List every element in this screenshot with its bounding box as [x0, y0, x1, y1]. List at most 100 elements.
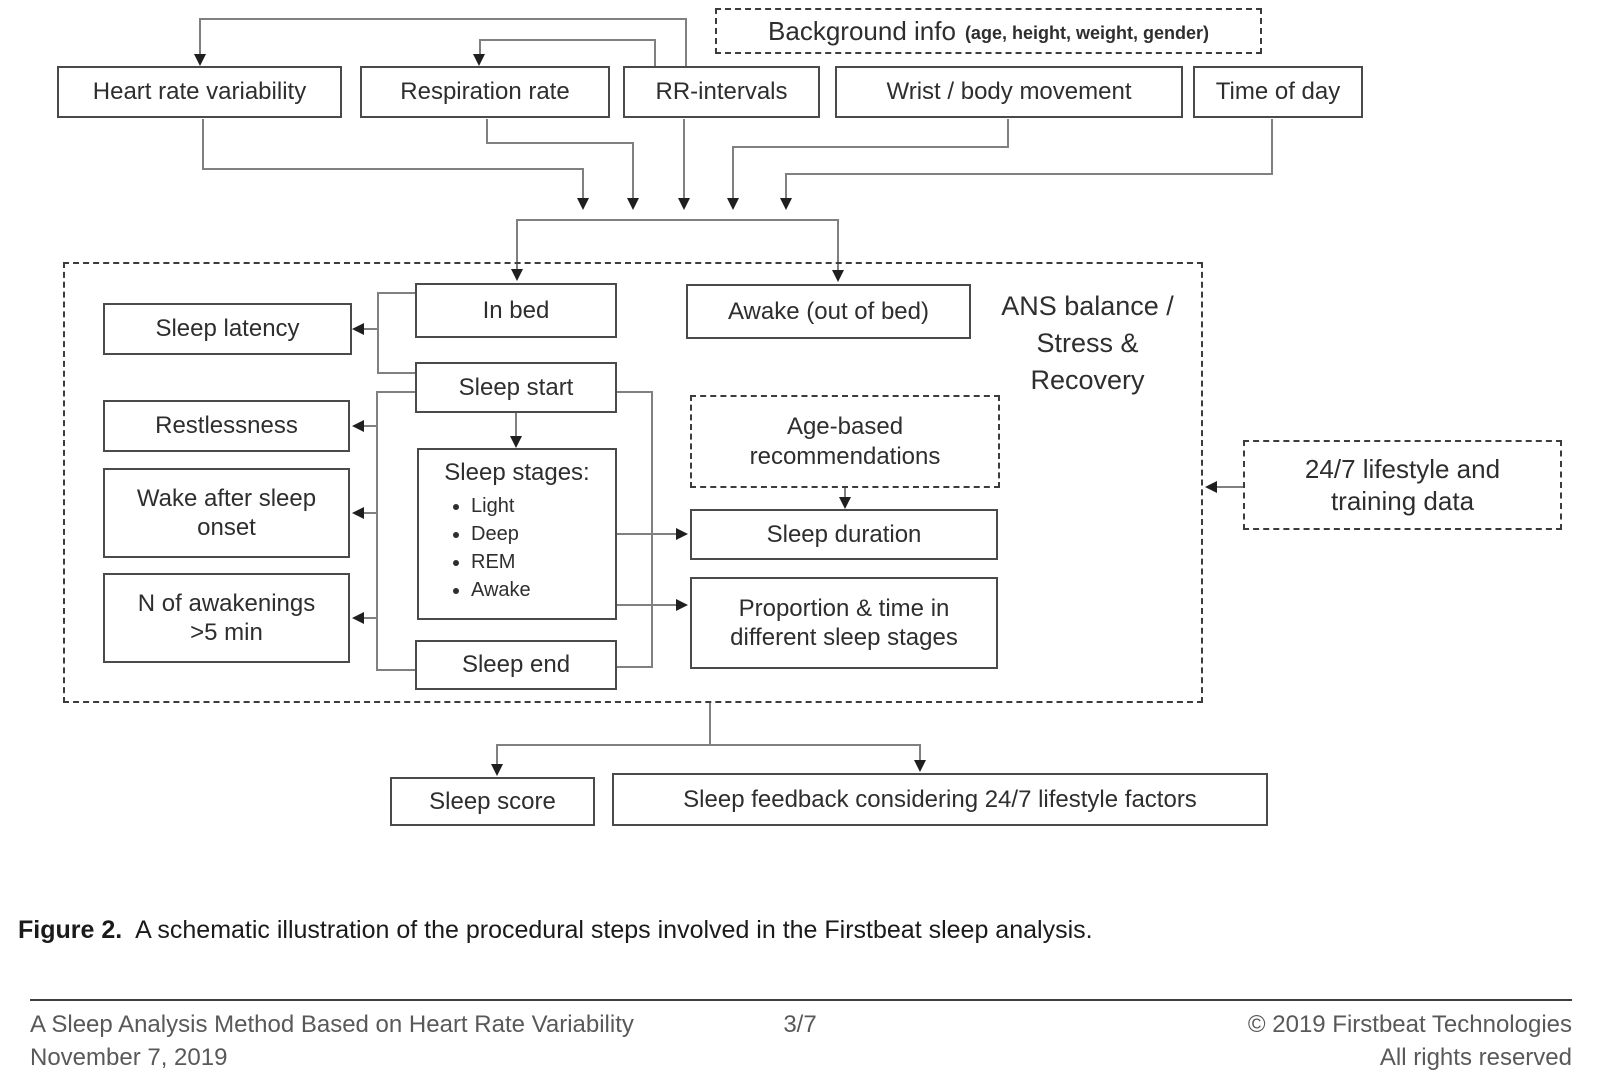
- figure-caption: Figure 2. A schematic illustration of th…: [18, 916, 1278, 945]
- footer-rights: All rights reserved: [1379, 1044, 1572, 1071]
- connector: [486, 142, 634, 144]
- node-n-of-awakenings: N of awakenings >5 min: [103, 573, 350, 663]
- connector: [654, 40, 656, 66]
- connector: [479, 39, 656, 41]
- connector: [785, 173, 1273, 175]
- sleep-stage-item: REM: [471, 549, 615, 576]
- connector: [837, 220, 839, 270]
- connector: [362, 328, 378, 330]
- connector: [202, 168, 584, 170]
- arrow-down-icon: [832, 270, 844, 282]
- connector: [486, 119, 488, 144]
- node-heart-rate-variability: Heart rate variability: [57, 66, 342, 118]
- node-respiration-rate: Respiration rate: [360, 66, 610, 118]
- sleep-stage-item: Awake: [471, 577, 615, 604]
- node-sleep-score: Sleep score: [390, 777, 595, 826]
- arrow-left-icon: [352, 612, 364, 624]
- footer-left: A Sleep Analysis Method Based on Heart R…: [30, 1008, 634, 1074]
- arrow-down-icon: [577, 198, 589, 210]
- connector: [1271, 119, 1273, 174]
- connector: [617, 604, 676, 606]
- arrow-down-icon: [780, 198, 792, 210]
- ans-line: ANS balance /: [1001, 291, 1174, 321]
- connector: [376, 391, 415, 393]
- node-sleep-duration: Sleep duration: [690, 509, 998, 560]
- node-sleep-stages: Sleep stages: Light Deep REM Awake: [417, 448, 617, 620]
- connector: [496, 745, 498, 764]
- node-awake-out-of-bed: Awake (out of bed): [686, 284, 971, 339]
- node-wrist-body-movement: Wrist / body movement: [835, 66, 1183, 118]
- node-wake-after-sleep-onset: Wake after sleep onset: [103, 468, 350, 558]
- footer-doc-title: A Sleep Analysis Method Based on Heart R…: [30, 1011, 634, 1038]
- sleep-stage-item: Deep: [471, 521, 615, 548]
- connector: [202, 119, 204, 170]
- connector: [362, 425, 378, 427]
- arrow-right-icon: [676, 528, 688, 540]
- arrow-down-icon: [627, 198, 639, 210]
- node-restlessness: Restlessness: [103, 400, 350, 452]
- connector: [496, 744, 921, 746]
- connector: [377, 372, 415, 374]
- connector: [199, 18, 687, 20]
- analysis-frame: [63, 262, 1203, 703]
- sleep-stage-item: Light: [471, 493, 615, 520]
- ans-line: Stress &: [1036, 328, 1139, 358]
- connector: [617, 533, 676, 535]
- sleep-stages-list: Light Deep REM Awake: [471, 493, 615, 605]
- arrow-down-icon: [491, 764, 503, 776]
- arrow-down-icon: [194, 54, 206, 66]
- connector: [844, 488, 846, 498]
- arrow-right-icon: [676, 599, 688, 611]
- arrow-down-icon: [678, 198, 690, 210]
- connector: [479, 40, 481, 54]
- connector: [732, 146, 1009, 148]
- connector: [515, 413, 517, 436]
- connector: [732, 147, 734, 198]
- connector: [683, 119, 685, 198]
- footer-divider: [30, 999, 1572, 1001]
- arrow-left-icon: [1205, 481, 1217, 493]
- arrow-down-icon: [510, 436, 522, 448]
- connector: [199, 19, 201, 54]
- connector: [362, 617, 378, 619]
- lifestyle-text: 24/7 lifestyle and training data: [1305, 453, 1500, 518]
- lifestyle-line: 24/7 lifestyle and: [1304, 453, 1501, 484]
- connector: [632, 143, 634, 198]
- footer-date: November 7, 2019: [30, 1044, 228, 1071]
- footer-page-number: 3/7: [783, 1011, 817, 1038]
- connector: [582, 169, 584, 198]
- arrow-left-icon: [352, 507, 364, 519]
- connector: [377, 292, 415, 294]
- arrow-down-icon: [839, 497, 851, 509]
- connector: [376, 669, 415, 671]
- node-sleep-feedback: Sleep feedback considering 24/7 lifestyl…: [612, 773, 1268, 826]
- arrow-down-icon: [914, 760, 926, 772]
- connector: [685, 19, 687, 66]
- node-lifestyle-training-data: 24/7 lifestyle and training data: [1243, 440, 1562, 530]
- node-in-bed: In bed: [415, 283, 617, 338]
- lifestyle-line: training data: [1330, 486, 1475, 516]
- arrow-left-icon: [352, 323, 364, 335]
- node-sleep-latency: Sleep latency: [103, 303, 352, 355]
- label-ans-balance: ANS balance / Stress & Recovery: [970, 288, 1205, 399]
- connector: [377, 292, 379, 374]
- node-time-of-day: Time of day: [1193, 66, 1363, 118]
- background-info-details: (age, height, weight, gender): [964, 22, 1209, 43]
- node-proportion-time: Proportion & time in different sleep sta…: [690, 577, 998, 669]
- footer-right: © 2019 Firstbeat Technologies All rights…: [1060, 1008, 1572, 1074]
- connector: [362, 512, 378, 514]
- connector: [516, 220, 518, 269]
- arrow-down-icon: [473, 54, 485, 66]
- background-info-title: Background info: [768, 15, 956, 46]
- connector: [785, 174, 787, 198]
- connector: [1007, 119, 1009, 147]
- sleep-stages-title: Sleep stages:: [444, 459, 590, 486]
- figure-caption-text: A schematic illustration of the procedur…: [135, 916, 1093, 944]
- footer-copyright: © 2019 Firstbeat Technologies: [1247, 1011, 1572, 1038]
- node-sleep-start: Sleep start: [415, 362, 617, 413]
- connector: [709, 703, 711, 746]
- arrow-down-icon: [727, 198, 739, 210]
- ans-line: Recovery: [1030, 365, 1145, 395]
- node-background-info: Background info (age, height, weight, ge…: [715, 8, 1262, 54]
